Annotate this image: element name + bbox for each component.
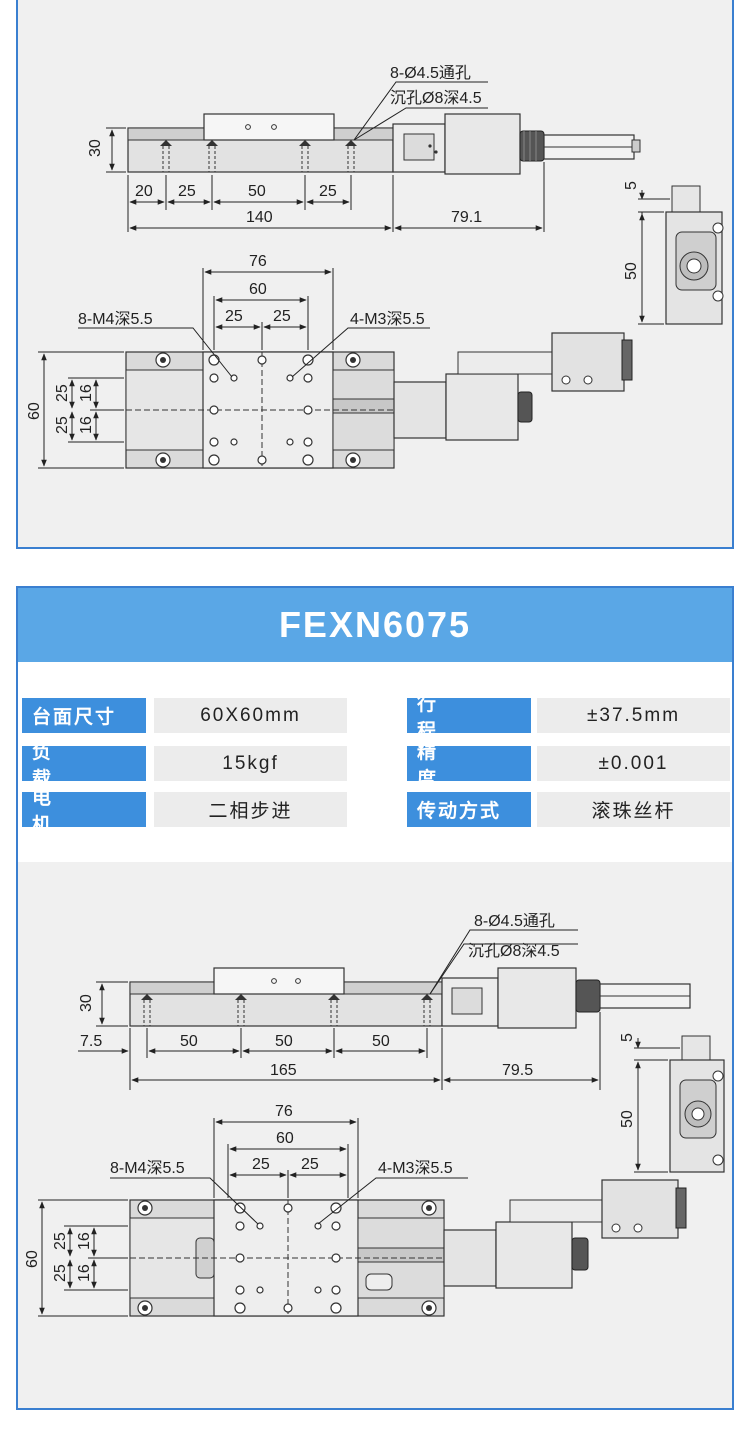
side-dim-5: 5 [623,181,640,190]
top-drawing: 8-Ø4.5通孔 沉孔Ø8深4.5 30 20 25 50 25 140 79.… [26,64,724,469]
dim-bottom-2-1: 7.5 [80,1033,102,1050]
side-view-dimensions-2 [78,929,601,1090]
plan-left-16b-2: 16 [76,1264,93,1282]
side-dim-5-2: 5 [619,1033,636,1042]
top-drawing-panel: 8-Ø4.5通孔 沉孔Ø8深4.5 30 20 25 50 25 140 79.… [16,0,734,549]
plan-view-2 [129,1179,687,1317]
plan-left-25b: 25 [54,416,71,434]
product-panel: FEXN6075 台面尺寸 60X60mm 行程 ±37.5mm 负载 15kg… [16,586,734,1410]
spec-value-stroke: ±37.5mm [537,698,730,733]
side-view-2 [129,967,691,1029]
spec-label-table-size: 台面尺寸 [22,698,146,733]
plan-dim-25b-2: 25 [301,1156,319,1173]
m4-note-2: 8-M4深5.5 [110,1159,185,1177]
side-view-dimensions [106,81,545,232]
m3-note-2: 4-M3深5.5 [378,1159,453,1177]
plan-left-60: 60 [26,402,43,420]
dim-bottom-2-2: 50 [180,1033,198,1050]
spec-value-table-size: 60X60mm [154,698,347,733]
plan-dim-76: 76 [249,253,267,270]
bottom-drawing: 8-Ø4.5通孔 沉孔Ø8深4.5 30 7.5 50 50 50 165 79… [24,912,725,1317]
motor-dim: 79.1 [451,209,482,226]
plan-dim-25a-2: 25 [252,1156,270,1173]
height-dim-2: 30 [78,994,95,1012]
plan-left-60-2: 60 [24,1250,41,1268]
counterbore-note-2: 沉孔Ø8深4.5 [468,942,560,960]
plan-dim-60: 60 [249,281,267,298]
side-dim-50: 50 [623,262,640,280]
plan-view-dimensions [38,268,430,469]
dim-bottom-4: 25 [319,183,337,200]
spec-label-precision: 精度 [407,742,531,790]
spec-value-transmission: 滚珠丝杆 [537,792,730,827]
side-view [127,113,641,175]
through-hole-note-2: 8-Ø4.5通孔 [474,912,555,930]
height-dim: 30 [87,139,104,157]
plan-view-dimensions-2 [38,1118,468,1317]
spec-value-motor: 二相步进 [154,792,347,827]
counterbore-note: 沉孔Ø8深4.5 [390,89,482,107]
plan-dim-60-2: 60 [276,1130,294,1147]
spec-table: 台面尺寸 60X60mm 行程 ±37.5mm 负载 15kgf 精度 ±0.0… [18,662,732,862]
product-title: FEXN6075 [18,588,732,662]
length-dim-2: 165 [270,1062,297,1079]
plan-dim-76-2: 76 [275,1103,293,1120]
side-dim-50-2: 50 [619,1110,636,1128]
spec-label-motor: 电机 [22,788,146,836]
length-dim: 140 [246,209,273,226]
plan-view [125,332,633,469]
plan-left-25a: 25 [54,384,71,402]
through-hole-note: 8-Ø4.5通孔 [390,64,471,82]
dim-bottom-2-4: 50 [372,1033,390,1050]
end-view-2: 5 50 [619,1033,725,1173]
end-view: 5 50 [623,181,724,325]
spec-label-load: 负载 [22,742,146,790]
m4-note: 8-M4深5.5 [78,310,153,328]
spec-label-transmission: 传动方式 [407,792,531,827]
spec-value-load: 15kgf [154,746,347,781]
dim-bottom-3: 50 [248,183,266,200]
plan-left-16a-2: 16 [76,1232,93,1250]
motor-dim-2: 79.5 [502,1062,533,1079]
plan-left-16a: 16 [78,384,95,402]
dim-bottom-1: 20 [135,183,153,200]
spec-label-stroke: 行程 [407,694,531,742]
plan-left-25a-2: 25 [52,1232,69,1250]
plan-left-25b-2: 25 [52,1264,69,1282]
plan-dim-25a: 25 [225,308,243,325]
plan-dim-25b: 25 [273,308,291,325]
dim-bottom-2-3: 50 [275,1033,293,1050]
dim-bottom-2: 25 [178,183,196,200]
spec-value-precision: ±0.001 [537,746,730,781]
m3-note: 4-M3深5.5 [350,310,425,328]
plan-left-16b: 16 [78,416,95,434]
